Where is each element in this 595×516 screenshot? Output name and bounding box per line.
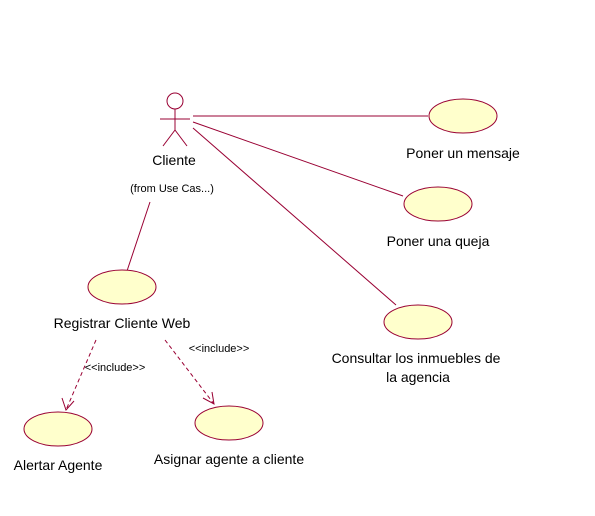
usecase-consultar-label-line2: la agencia — [386, 369, 450, 385]
usecase-asignar-label: Asignar agente a cliente — [154, 451, 304, 467]
usecase-asignar-agente[interactable] — [194, 405, 264, 441]
association-registrar — [126, 201, 151, 272]
actor-left-leg — [162, 129, 176, 147]
usecase-poner-mensaje[interactable] — [428, 98, 498, 134]
usecase-alertar-label: Alertar Agente — [14, 457, 103, 473]
usecase-consultar-inmuebles[interactable] — [383, 304, 453, 340]
include-arrowhead-alertar — [61, 397, 75, 411]
usecase-registrar-cliente-web[interactable] — [87, 269, 157, 305]
include-arrowhead-asignar — [202, 391, 215, 405]
actor-name-label: Cliente — [152, 152, 196, 168]
include-label-asignar: <<include>> — [189, 343, 250, 355]
actor-cliente[interactable] — [160, 92, 190, 147]
association-consultar — [192, 127, 397, 306]
association-poner-queja — [192, 121, 404, 197]
usecase-poner-mensaje-label: Poner un mensaje — [406, 145, 520, 161]
actor-head — [166, 92, 184, 110]
include-dependency-alertar — [65, 339, 97, 411]
usecase-consultar-label-line1: Consultar los inmuebles de — [332, 350, 501, 366]
include-label-alertar: <<include>> — [85, 362, 146, 374]
usecase-registrar-label: Registrar Cliente Web — [54, 315, 191, 331]
usecase-poner-queja-label: Poner una queja — [387, 233, 490, 249]
actor-origin-label: (from Use Cas...) — [130, 183, 214, 195]
usecase-poner-queja[interactable] — [403, 186, 473, 222]
usecase-alertar-agente[interactable] — [23, 411, 93, 447]
actor-right-leg — [174, 129, 188, 147]
